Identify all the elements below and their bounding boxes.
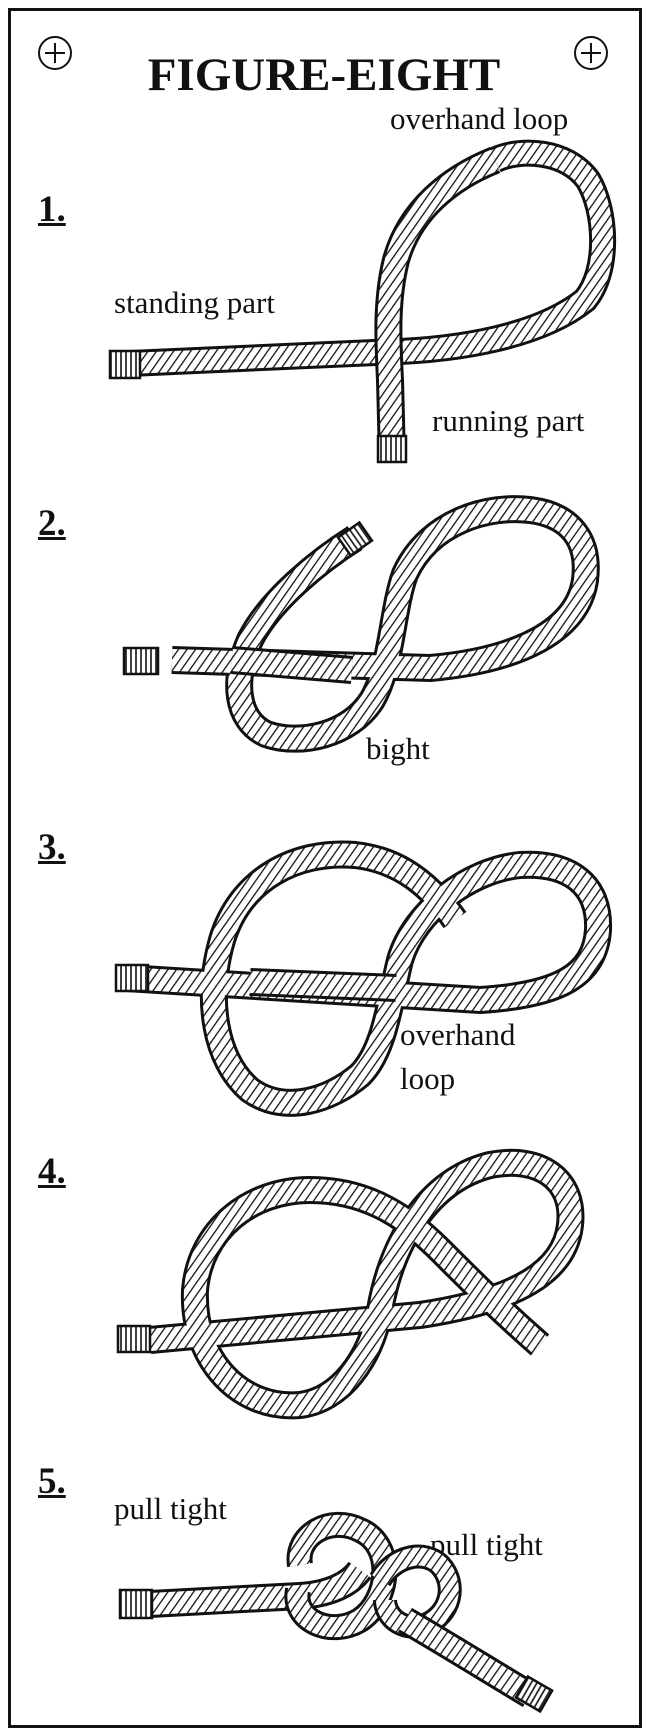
step-2-rope — [124, 509, 586, 739]
step-3-rope — [116, 854, 598, 1102]
step-5-rope — [120, 1525, 552, 1711]
step-4-rope — [118, 1163, 570, 1406]
step-1-standing-part — [110, 153, 603, 378]
step-1-rope — [110, 153, 603, 462]
step-1-running-part — [378, 160, 495, 462]
